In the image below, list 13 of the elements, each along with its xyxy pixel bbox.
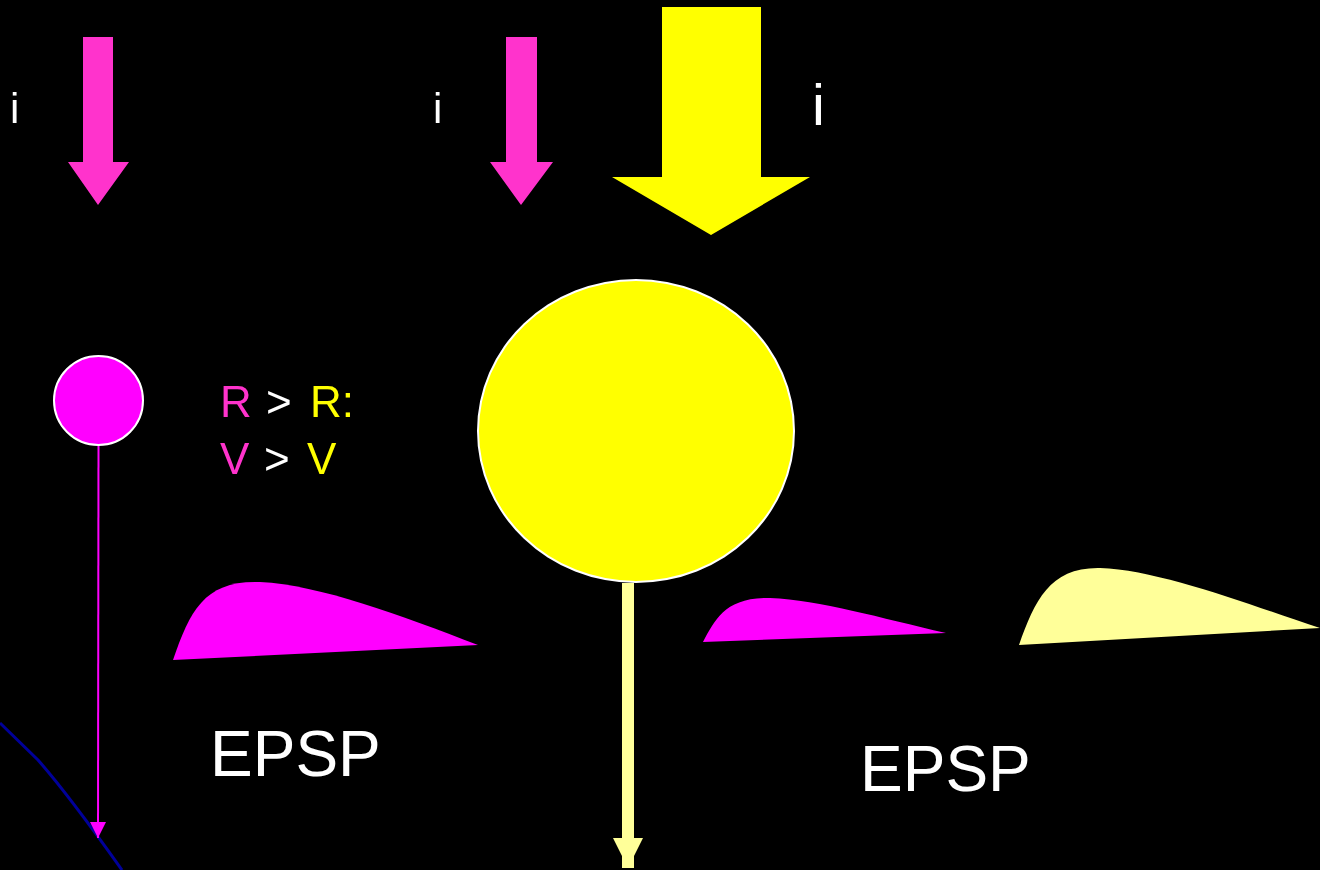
arrow	[613, 583, 643, 868]
resistance-symbol: R	[220, 380, 252, 424]
current-label: i	[812, 76, 825, 134]
voltage-symbol: V	[307, 437, 337, 481]
current-label: i	[10, 88, 20, 130]
current-label: i	[433, 88, 443, 130]
comparison-sign: >	[266, 380, 292, 424]
arrow	[90, 445, 106, 839]
epsp-label: EPSP	[210, 722, 381, 786]
voltage-symbol: V	[220, 437, 250, 481]
resistance-symbol: R:	[310, 380, 354, 424]
epsp-label: EPSP	[860, 737, 1031, 801]
comparison-sign: >	[264, 437, 290, 481]
